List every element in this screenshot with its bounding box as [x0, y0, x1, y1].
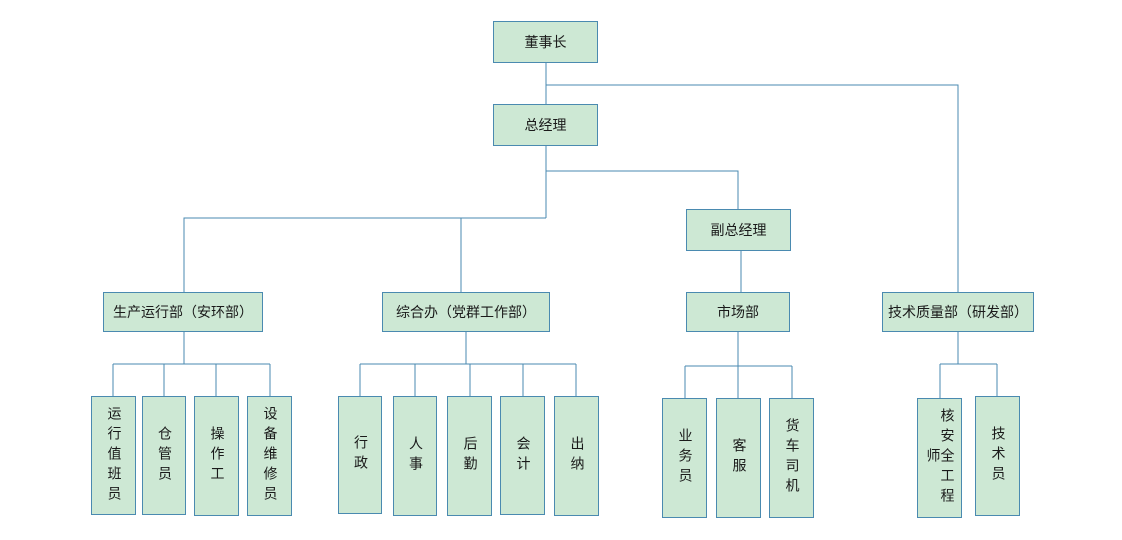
node-production-dept-label: 生产运行部（安环部）	[113, 305, 253, 321]
node-chairman-label: 董事长	[524, 35, 567, 51]
node-chairman: 董事长	[493, 21, 598, 63]
node-general-office-label: 综合办（党群工作部）	[396, 305, 536, 321]
node-technician-label: 技术员	[989, 426, 1006, 486]
node-duty-staff-label: 运行值班员	[105, 405, 122, 506]
node-deputy-general-manager: 副总经理	[686, 209, 791, 251]
node-logistics: 后勤	[447, 396, 492, 516]
node-tech-quality-dept: 技术质量部（研发部）	[882, 292, 1034, 332]
node-operator-label: 操作工	[208, 426, 225, 486]
node-general-manager-label: 总经理	[524, 118, 567, 134]
node-accounting-label: 会计	[514, 435, 531, 476]
node-duty-staff: 运行值班员	[91, 396, 136, 515]
node-nuclear-safety-engineer-label: 核安全工程师	[924, 408, 955, 508]
node-tech-quality-dept-label: 技术质量部（研发部）	[888, 305, 1028, 321]
node-customer-service-label: 客服	[730, 438, 747, 478]
node-general-office: 综合办（党群工作部）	[382, 292, 550, 332]
node-equipment-repair: 设备维修员	[247, 396, 292, 516]
node-cashier: 出纳	[554, 396, 599, 516]
node-accounting: 会计	[500, 396, 545, 515]
node-admin: 行政	[338, 396, 382, 514]
node-warehouse-keeper: 仓管员	[142, 396, 186, 515]
node-truck-driver: 货车司机	[769, 398, 814, 518]
node-cashier-label: 出纳	[568, 436, 585, 476]
node-customer-service: 客服	[716, 398, 761, 518]
node-nuclear-safety-engineer: 核安全工程师	[917, 398, 962, 518]
node-truck-driver-label: 货车司机	[783, 418, 800, 498]
node-technician: 技术员	[975, 396, 1020, 516]
node-warehouse-keeper-label: 仓管员	[156, 425, 172, 486]
node-sales-label: 业务员	[676, 428, 693, 488]
node-equipment-repair-label: 设备维修员	[261, 406, 278, 506]
node-hr-label: 人事	[407, 436, 423, 476]
node-general-manager: 总经理	[493, 104, 598, 146]
node-production-dept: 生产运行部（安环部）	[103, 292, 263, 332]
node-logistics-label: 后勤	[461, 436, 478, 476]
node-sales: 业务员	[662, 398, 707, 518]
node-deputy-general-manager-label: 副总经理	[710, 223, 767, 239]
node-market-dept: 市场部	[686, 292, 790, 332]
node-admin-label: 行政	[352, 435, 368, 475]
node-hr: 人事	[393, 396, 437, 516]
node-operator: 操作工	[194, 396, 239, 516]
node-market-dept-label: 市场部	[717, 305, 759, 321]
